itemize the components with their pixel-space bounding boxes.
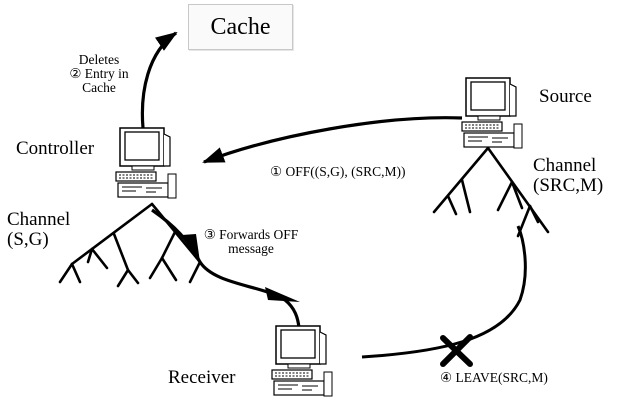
- step2-label: Deletes ② Entry in Cache: [54, 52, 144, 96]
- receiver-computer-icon: [271, 325, 333, 397]
- source-channel-line1: Channel: [533, 155, 597, 176]
- controller-label: Controller: [16, 138, 95, 159]
- step4-label: ④ LEAVE(SRC,M): [440, 370, 548, 385]
- source-channel-tree: [432, 146, 550, 238]
- leave-message-path: [361, 225, 527, 359]
- forward-off-arrowhead-2: [265, 287, 300, 302]
- controller-channel-label: Channel (S,G): [7, 210, 70, 250]
- step2-line3: Cache: [82, 80, 116, 96]
- controller-computer-icon: [115, 127, 177, 199]
- receiver-label: Receiver: [168, 367, 236, 388]
- forward-off-arrowhead: [182, 234, 200, 262]
- controller-channel-tree: [58, 202, 202, 288]
- forward-off-arrow: [151, 208, 301, 329]
- step3-label: ③ Forwards OFF message: [190, 227, 312, 257]
- step2-line1: Deletes: [78, 52, 120, 67]
- step1-label: ① OFF((S,G), (SRC,M)): [270, 164, 406, 179]
- source-label: Source: [539, 86, 592, 107]
- source-computer-icon: [461, 77, 523, 149]
- cache-label: Cache: [210, 13, 271, 40]
- source-channel-line2: (SRC,M): [533, 174, 604, 196]
- delete-entry-arrow: [140, 31, 178, 129]
- x-mark-icon: [440, 334, 473, 367]
- step2-line2: ② Entry in: [69, 66, 129, 82]
- step3-line2: message: [228, 241, 274, 257]
- controller-channel-line2: (S,G): [7, 228, 49, 250]
- source-channel-label: Channel (SRC,M): [533, 156, 603, 196]
- controller-channel-line1: Channel: [7, 209, 71, 230]
- cache-box: Cache: [188, 4, 293, 50]
- off-message-arrow: [202, 116, 463, 164]
- step3-line1: ③ Forwards OFF: [203, 227, 299, 242]
